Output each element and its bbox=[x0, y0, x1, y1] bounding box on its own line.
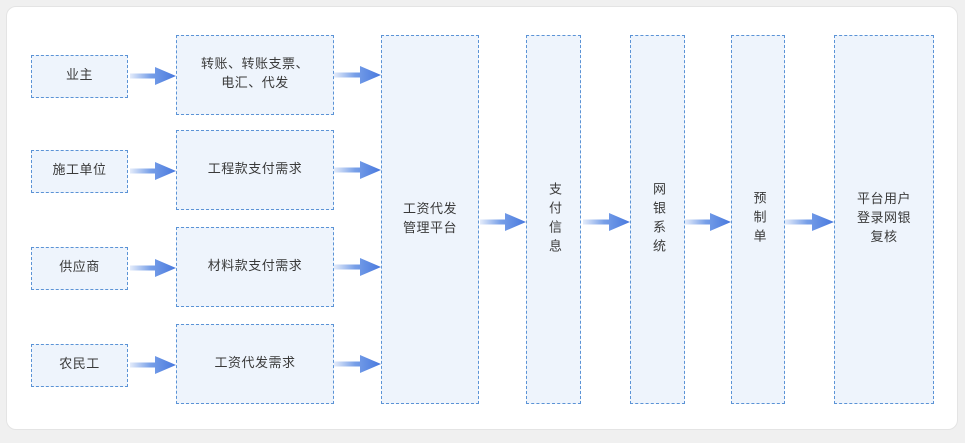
node-user-review-line-1: 平台用户 bbox=[856, 192, 911, 208]
node-material-payment[interactable]: 材料款支付需求 bbox=[176, 227, 334, 307]
node-ebank-system[interactable]: 网银系统 bbox=[630, 35, 685, 404]
node-transfer-methods-line-2: 电汇、代发 bbox=[221, 76, 289, 91]
node-user-review-label: 平台用户 登录网银 复核 bbox=[857, 191, 911, 248]
node-user-review[interactable]: 平台用户 登录网银 复核 bbox=[834, 35, 934, 404]
node-project-payment[interactable]: 工程款支付需求 bbox=[176, 130, 334, 210]
node-payment-info[interactable]: 支付信息 bbox=[526, 35, 581, 404]
node-prefab-order-label: 预制单 bbox=[750, 191, 766, 248]
node-user-review-line-2: 登录网银 bbox=[856, 211, 911, 227]
node-supplier[interactable]: 供应商 bbox=[31, 247, 128, 290]
node-platform-line-1: 工资代发 bbox=[402, 201, 457, 217]
node-contractor[interactable]: 施工单位 bbox=[31, 150, 128, 193]
node-user-review-line-3: 复核 bbox=[870, 229, 898, 245]
node-transfer-methods[interactable]: 转账、转账支票、 电汇、代发 bbox=[176, 35, 334, 115]
node-salary-payment[interactable]: 工资代发需求 bbox=[176, 324, 334, 404]
node-payment-info-label: 支付信息 bbox=[546, 181, 561, 258]
node-material-payment-label: 材料款支付需求 bbox=[207, 258, 303, 274]
node-ebank-system-label: 网银系统 bbox=[650, 181, 665, 258]
node-prefab-order[interactable]: 预制单 bbox=[731, 35, 785, 404]
node-project-payment-label: 工程款支付需求 bbox=[207, 161, 303, 177]
node-platform-label: 工资代发 管理平台 bbox=[403, 201, 457, 239]
node-transfer-methods-label: 转账、转账支票、 电汇、代发 bbox=[201, 56, 309, 94]
node-salary-payment-label: 工资代发需求 bbox=[214, 355, 296, 371]
diagram-card bbox=[6, 6, 958, 430]
node-supplier-label: 供应商 bbox=[59, 260, 100, 276]
node-worker[interactable]: 农民工 bbox=[31, 344, 128, 387]
node-owner[interactable]: 业主 bbox=[31, 55, 128, 98]
node-worker-label: 农民工 bbox=[59, 357, 100, 373]
node-platform-line-2: 管理平台 bbox=[402, 220, 457, 236]
node-contractor-label: 施工单位 bbox=[52, 163, 107, 179]
node-transfer-methods-line-1: 转账、转账支票、 bbox=[200, 57, 309, 73]
node-platform[interactable]: 工资代发 管理平台 bbox=[381, 35, 479, 404]
node-owner-label: 业主 bbox=[65, 68, 93, 84]
